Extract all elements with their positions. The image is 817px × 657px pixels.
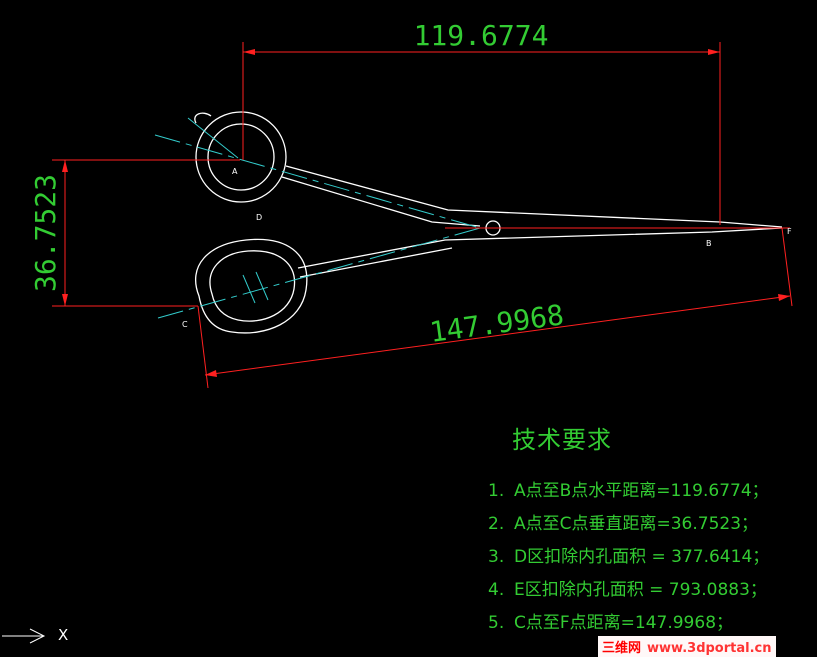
arrow-v-bottom [62,294,68,306]
dimension-lines [52,42,793,389]
note-text: D区扣除内孔面积 = 377.6414； [514,547,770,567]
note-number: 2. [488,514,505,534]
upper-blade-bottom [281,176,481,227]
note-text: A点至B点水平距离=119.6774； [514,481,769,501]
watermark: 三维网 www.3dportal.cn [598,636,776,657]
dim-text-vertical: 36.7523 [29,174,62,292]
scissors-outline [194,111,783,334]
watermark-url: www.3dportal.cn [647,641,772,656]
arrow-h-right [708,49,720,55]
lower-ring-inner [209,250,296,322]
note-number: 1. [488,481,505,501]
watermark-cn: 三维网 [602,641,642,656]
technical-requirements: 技术要求 1. A点至B点水平距离=119.6774； 2. A点至C点垂直距离=3… [488,420,808,640]
leader-a [187,117,239,159]
note-item: 1. A点至B点水平距离=119.6774； [488,475,808,508]
note-number: 3. [488,547,505,567]
point-label-b: B [706,239,712,248]
upper-ring-inner [207,123,275,191]
note-item: 5. C点至F点距离=147.9968； [488,607,808,640]
notes-title: 技术要求 [512,426,612,454]
point-label-c: C [182,320,188,329]
centerline-upper [154,134,481,229]
point-label-a: A [232,167,238,176]
dimension-arrows [62,49,790,377]
dim-text-horizontal: 119.6774 [414,19,549,52]
hatch-1 [242,274,256,304]
note-number: 4. [488,580,505,600]
ucs-axis: X [0,624,68,652]
arrow-a-right [778,294,790,301]
point-label-f: F [787,227,792,236]
centerline-lower [157,227,481,319]
ext-line-c-aligned [197,305,209,389]
upper-ring-outer [195,111,287,203]
arrow-v-top [62,160,68,172]
note-item: 4. E区扣除内孔面积 = 793.0883； [488,574,808,607]
finger-rest [194,112,212,124]
dim-line-aligned [204,295,791,376]
note-item: 3. D区扣除内孔面积 = 377.6414； [488,541,808,574]
note-text: E区扣除内孔面积 = 793.0883； [514,580,767,600]
centerlines [154,117,790,319]
lower-blade-bottom [297,227,783,269]
note-text: A点至C点垂直距离=36.7523； [514,514,759,534]
axis-label-x: X [58,626,69,644]
point-label-d: D [256,213,262,222]
arrow-a-left [205,370,217,377]
dim-text-aligned: 147.9968 [428,298,566,349]
upper-blade-top [285,165,783,228]
lower-ring-outer [194,238,308,334]
note-number: 5. [488,613,505,633]
note-item: 2. A点至C点垂直距离=36.7523； [488,508,808,541]
lower-blade-top [299,247,453,278]
ucs-arrow-icon [2,628,46,644]
note-text: C点至F点距离=147.9968； [514,613,734,633]
arrow-h-left [243,49,255,55]
hatch-2 [255,271,269,301]
ext-line-f-aligned [781,227,793,307]
